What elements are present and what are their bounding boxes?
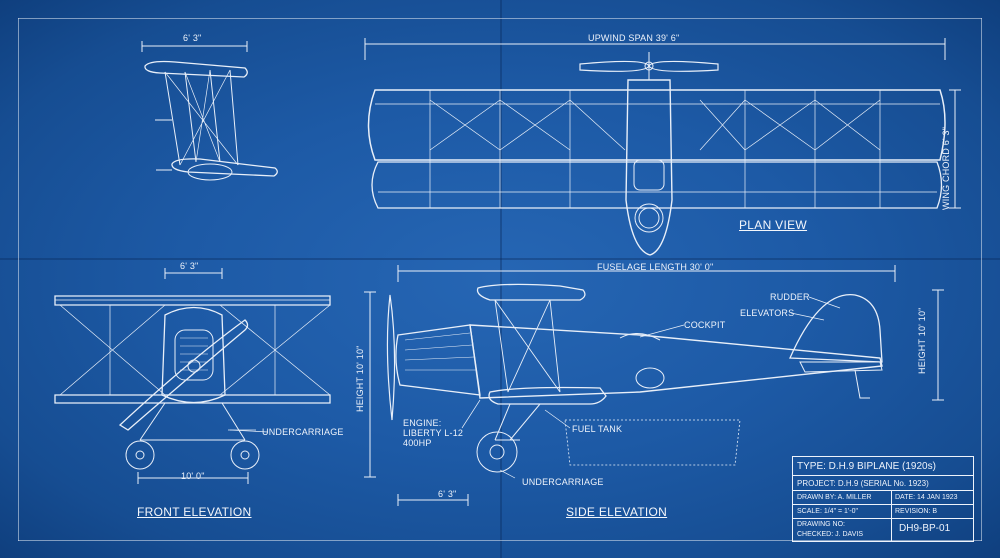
- side-elevation: [229, 265, 944, 506]
- upwind-span-dim: UPWIND SPAN 39' 6": [588, 33, 680, 43]
- side-elevation-title: SIDE ELEVATION: [566, 505, 668, 519]
- title-block-date: DATE: 14 JAN 1923: [895, 494, 958, 501]
- title-block-scale: SCALE: 1/4" = 1'-0": [797, 508, 858, 515]
- front-elevation: [54, 268, 331, 484]
- front-top-width-dim: 6' 3": [180, 261, 199, 271]
- title-block-revision: REVISION: B: [895, 508, 938, 515]
- plan-view-title: PLAN VIEW: [739, 218, 808, 232]
- engine-callout-line3: 400HP: [403, 438, 432, 448]
- fuselage-length-dim: FUSELAGE LENGTH 30' 0": [597, 262, 714, 272]
- fold-line-vertical: [500, 0, 502, 558]
- border-left: [18, 18, 19, 541]
- title-block-project: PROJECT: D.H.9 (SERIAL No. 1923): [797, 479, 929, 488]
- border-top: [18, 18, 982, 19]
- fuel-tank-callout: FUEL TANK: [572, 424, 623, 434]
- front-track-dim: 10' 0": [181, 471, 205, 481]
- side-bottom-dim: 6' 3": [438, 489, 457, 499]
- elevators-callout: ELEVATORS: [740, 308, 795, 318]
- title-block-type: TYPE: D.H.9 BIPLANE (1920s): [797, 461, 936, 472]
- top-left-view: [141, 41, 278, 181]
- fold-line-horizontal: [0, 258, 1000, 260]
- title-block: TYPE: D.H.9 BIPLANE (1920s) PROJECT: D.H…: [792, 456, 974, 542]
- front-elevation-title: FRONT ELEVATION: [137, 505, 252, 519]
- wing-chord-dim: WING CHORD 6' 3": [941, 126, 951, 210]
- cockpit-callout: COCKPIT: [684, 320, 726, 330]
- border-right: [981, 18, 982, 541]
- top-left-width-dim: 6' 3": [183, 33, 202, 43]
- rudder-callout: RUDDER: [770, 292, 810, 302]
- undercarriage-side-callout: UNDERCARRIAGE: [522, 477, 604, 487]
- engine-callout-line1: ENGINE:: [403, 418, 442, 428]
- side-height-right-dim: HEIGHT 10' 10": [917, 307, 927, 374]
- undercarriage-front-callout: UNDERCARRIAGE: [262, 427, 344, 437]
- title-block-checked: CHECKED: J. DAVIS: [797, 531, 863, 538]
- engine-callout-line2: LIBERTY L-12: [403, 428, 464, 438]
- title-block-drawn-by: DRAWN BY: A. MILLER: [797, 494, 872, 501]
- border-bottom: [18, 540, 982, 541]
- plan-view: [364, 38, 961, 256]
- title-block-drawing-no: DRAWING NO:: [797, 521, 845, 528]
- side-height-left-dim: HEIGHT 10' 10": [355, 345, 365, 412]
- title-block-number: DH9-BP-01: [899, 523, 951, 534]
